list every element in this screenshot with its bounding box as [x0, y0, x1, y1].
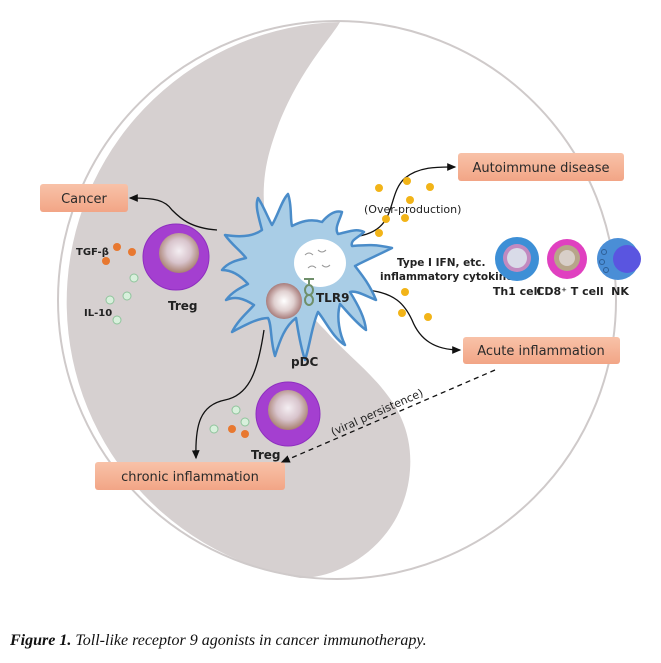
effector-cells: Th1 cell CD8⁺ T cell NK [493, 237, 641, 298]
cd8-t-cell: CD8⁺ T cell [536, 239, 604, 298]
figure-number: Figure 1. [10, 632, 72, 649]
arrow-to-acute [364, 289, 462, 354]
outer-circle-outline [57, 20, 617, 580]
treg-top-label: Treg [168, 299, 198, 313]
arrow-to-chronic [191, 329, 265, 460]
cytokine-dots-bottom [209, 405, 250, 438]
outcome-autoimmune: Autoimmune disease [458, 153, 624, 181]
outcome-cancer: Cancer [40, 184, 128, 212]
outcome-acute: Acute inflammation [463, 337, 620, 364]
nk-label: NK [611, 285, 629, 298]
cd8-label: CD8⁺ T cell [536, 285, 603, 298]
th1-cell: Th1 cell [493, 237, 541, 298]
treg-bottom-label: Treg [251, 448, 281, 462]
yin-yang-background [57, 20, 617, 580]
over-production-label: (Over-production) [364, 203, 461, 216]
treg-cell-bottom: Treg [251, 381, 321, 462]
arrows [128, 163, 496, 463]
arrow-to-cancer [128, 194, 218, 231]
arrow-to-autoimmune [352, 163, 457, 238]
acute-label: Acute inflammation [477, 344, 604, 359]
chronic-label: chronic inflammation [121, 470, 259, 485]
pdc-cell: TLR9 pDC [220, 192, 394, 369]
th1-label: Th1 cell [493, 285, 541, 298]
arrow-viral-persistence [280, 369, 496, 463]
treg-cell-top: Treg [142, 223, 210, 313]
tlr9-yin-yang-diagram: Cancer Autoimmune disease Acute inflamma… [40, 20, 641, 580]
gray-yin-region [66, 22, 411, 578]
tgf-beta-label: TGF-β [76, 247, 109, 258]
ifn-dots-acute [398, 288, 432, 321]
figure-caption-text: Toll-like receptor 9 agonists in cancer … [71, 632, 427, 649]
type1-ifn-label: Type Ⅰ IFN, etc. [397, 257, 485, 269]
figure-caption: Figure 1. Toll-like receptor 9 agonists … [10, 632, 427, 650]
cytokine-dots-top: TGF-β IL-10 [76, 243, 139, 325]
il10-label: IL-10 [84, 308, 112, 319]
pdc-label: pDC [291, 355, 319, 369]
tlr9-label: TLR9 [316, 291, 349, 305]
nk-cell: NK [597, 238, 641, 298]
cancer-label: Cancer [61, 192, 107, 207]
autoimmune-label: Autoimmune disease [472, 161, 609, 176]
outcome-chronic: chronic inflammation [95, 462, 285, 490]
tlr9-receptor-icon [304, 278, 314, 306]
ifn-dots-over-production: (Over-production) [364, 177, 461, 237]
ifn-labels: Type Ⅰ IFN, etc. inflammatory cytokines [380, 257, 520, 283]
inflammatory-cytokines-label: inflammatory cytokines [380, 271, 520, 283]
